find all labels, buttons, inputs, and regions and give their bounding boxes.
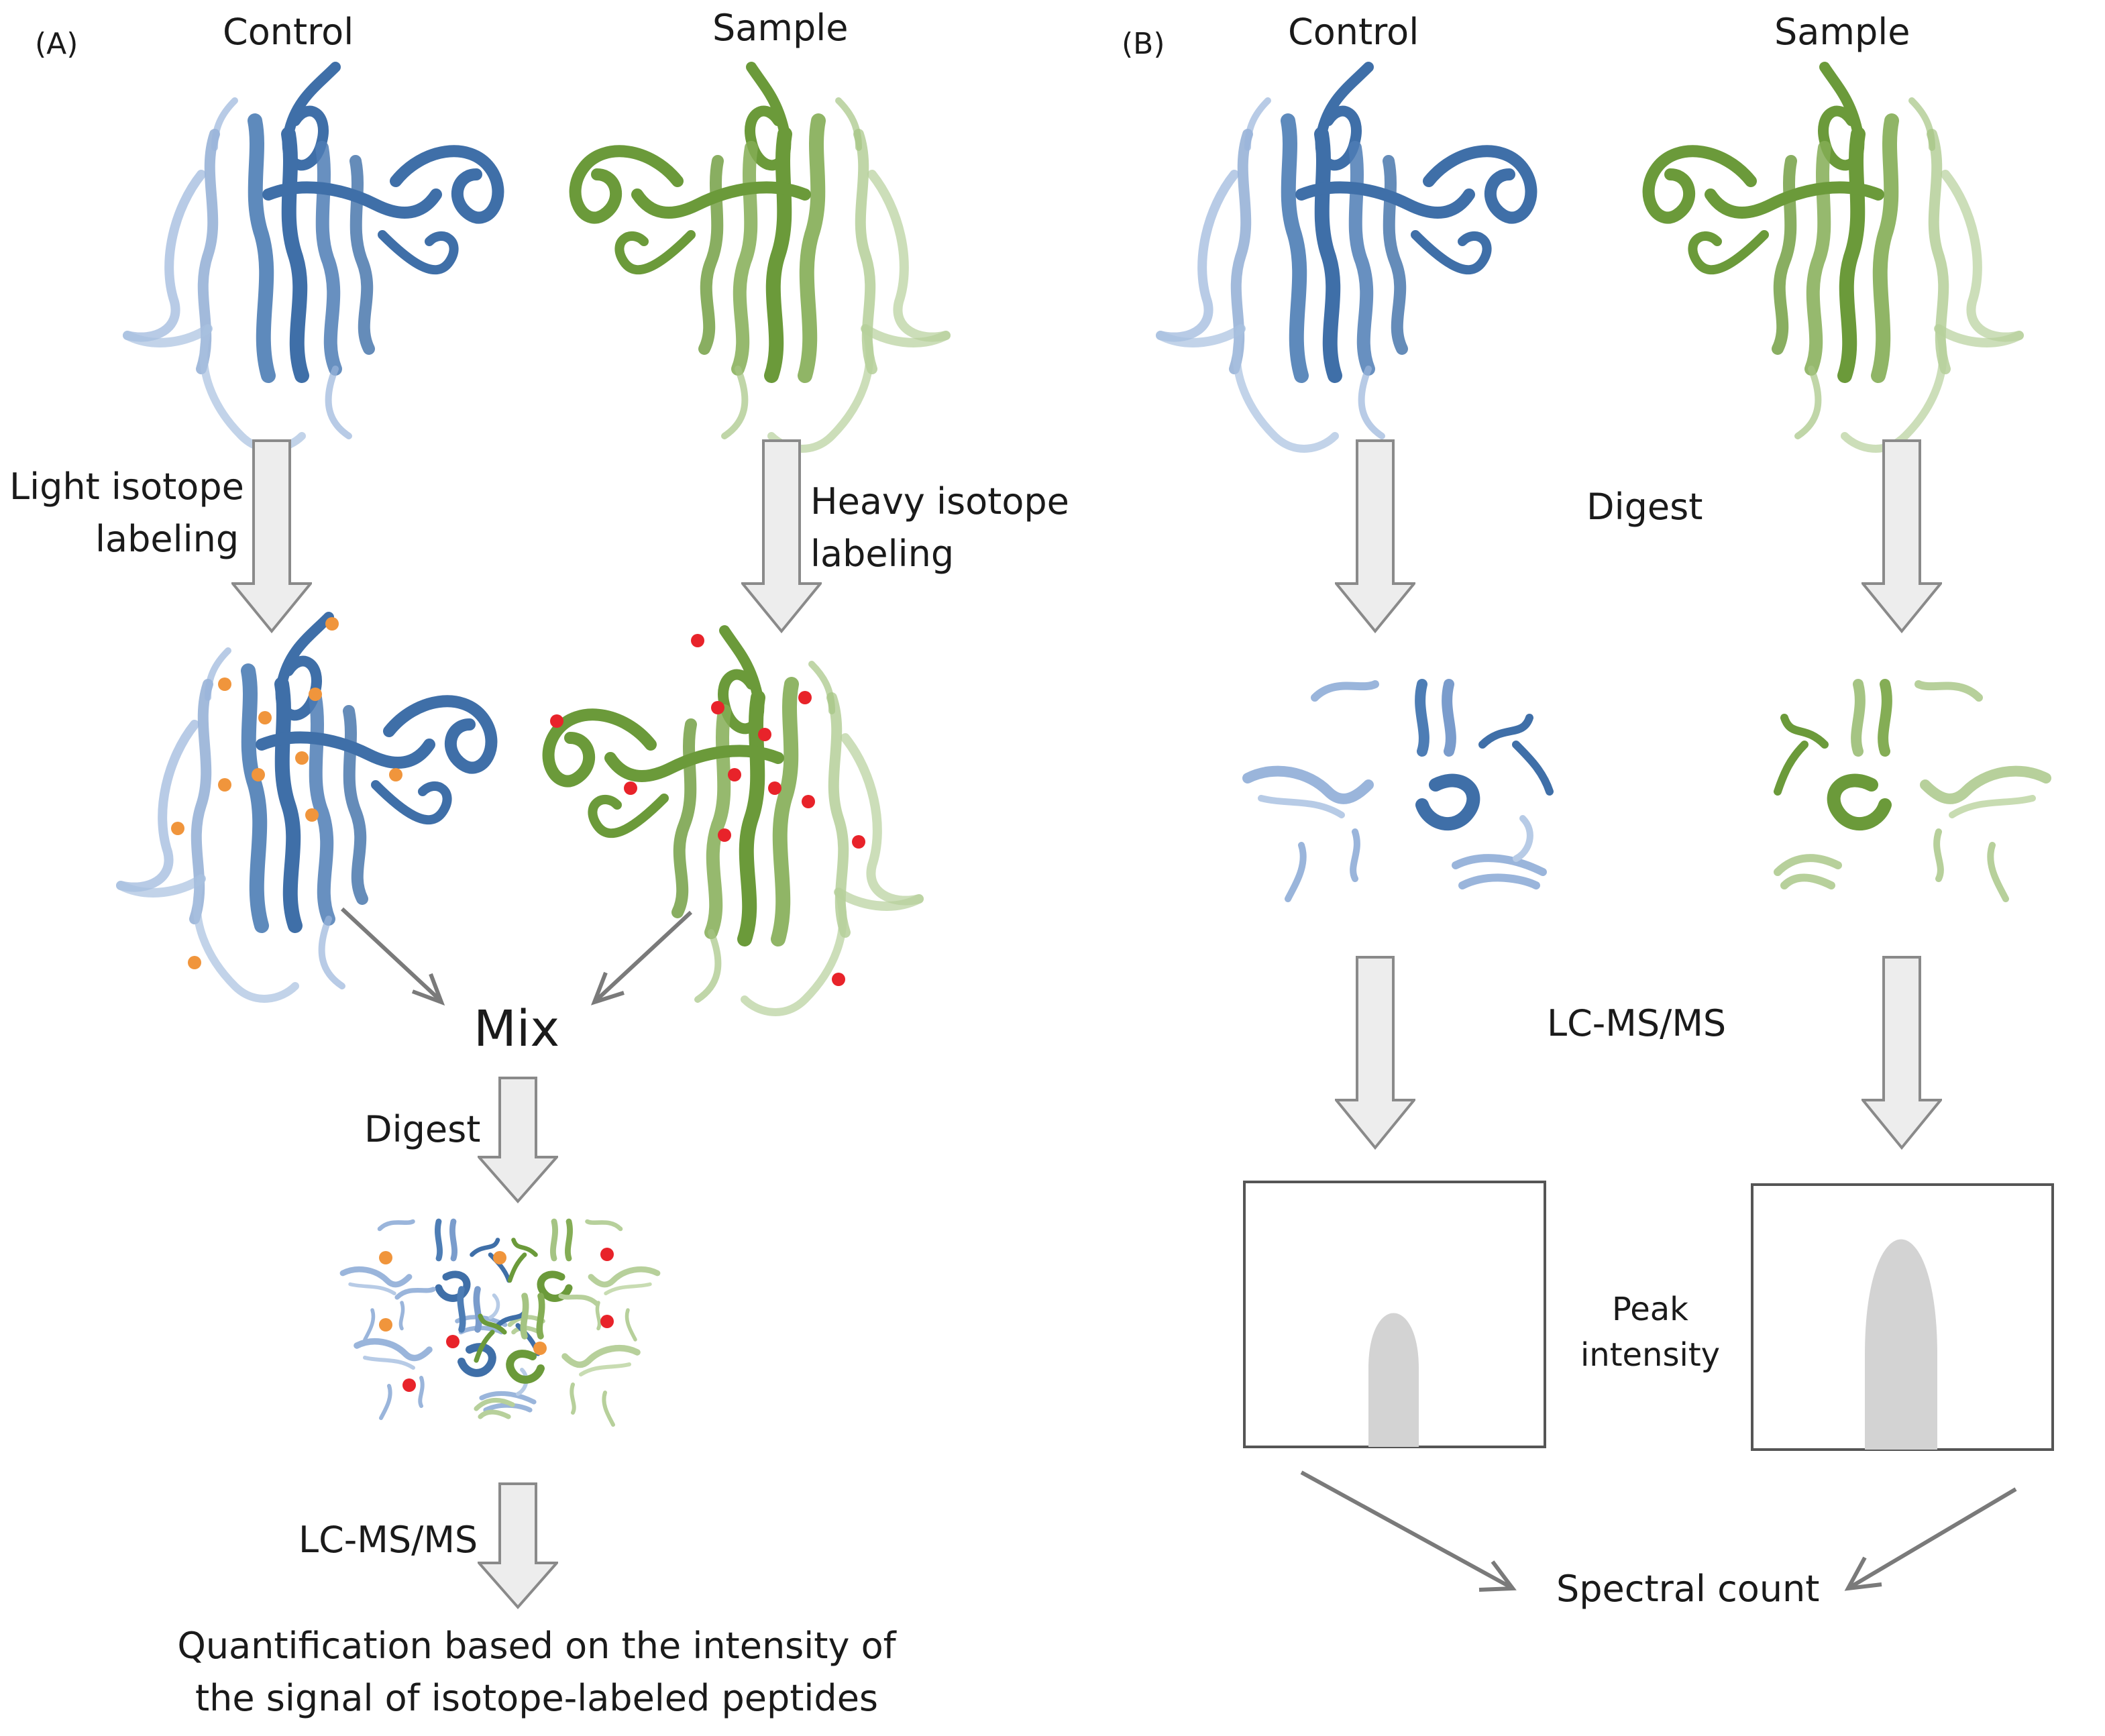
digest-arrow-b-control-icon <box>1335 439 1415 633</box>
sample-protein-a-icon <box>576 67 946 449</box>
mixed-fragments-icon <box>343 1222 657 1425</box>
digest-label-a: Digest <box>364 1108 481 1150</box>
lcms-label-b: LC-MS/MS <box>1547 1002 1727 1044</box>
light-labeling-arrow-icon <box>231 439 312 633</box>
lcms-arrow-a-icon <box>478 1482 558 1609</box>
panel-a-label: (A) <box>35 27 78 61</box>
panel-a-sample-title: Sample <box>712 7 849 49</box>
to-spectral-count-arrows <box>1300 1470 2017 1592</box>
peak-intensity-line2: intensity <box>1580 1336 1721 1374</box>
panel-b-label: (B) <box>1122 27 1165 61</box>
control-chromatogram-icon <box>1243 1181 1546 1448</box>
control-protein-a-icon <box>127 67 498 449</box>
sample-protein-b-icon <box>1649 67 2019 449</box>
heavy-isotope-label-line1: Heavy isotope <box>810 480 1069 523</box>
light-isotope-label-line2: labeling <box>95 518 239 560</box>
heavy-labeling-arrow-icon <box>741 439 822 633</box>
digest-label-b: Digest <box>1586 486 1703 528</box>
light-isotope-label-line1: Light isotope <box>9 466 244 508</box>
sample-chromatogram-icon <box>1751 1183 2054 1451</box>
mix-label: Mix <box>474 1000 560 1058</box>
control-fragments-icon <box>1248 684 1550 899</box>
heavy-isotope-label-line2: labeling <box>810 533 955 575</box>
digest-arrow-a-icon <box>478 1077 558 1203</box>
result-line1: Quantification based on the intensity of <box>177 1625 896 1667</box>
lcms-arrow-b-control-icon <box>1335 956 1415 1149</box>
lcms-label-a: LC-MS/MS <box>299 1519 478 1561</box>
panel-b-sample-title: Sample <box>1774 11 1910 53</box>
panel-a-control-title: Control <box>223 11 354 53</box>
digest-arrow-b-sample-icon <box>1861 439 1942 633</box>
result-line2: the signal of isotope-labeled peptides <box>195 1677 879 1719</box>
lcms-arrow-b-sample-icon <box>1861 956 1942 1149</box>
light-labeled-protein-icon <box>121 617 491 999</box>
panel-b-control-title: Control <box>1288 11 1419 53</box>
control-protein-b-icon <box>1161 67 1531 449</box>
sample-fragments-icon <box>1778 684 2046 899</box>
peak-intensity-line1: Peak <box>1612 1291 1688 1328</box>
to-mix-arrows <box>340 907 693 1006</box>
spectral-count-label: Spectral count <box>1556 1568 1820 1610</box>
heavy-labeled-protein-icon <box>549 631 919 1012</box>
